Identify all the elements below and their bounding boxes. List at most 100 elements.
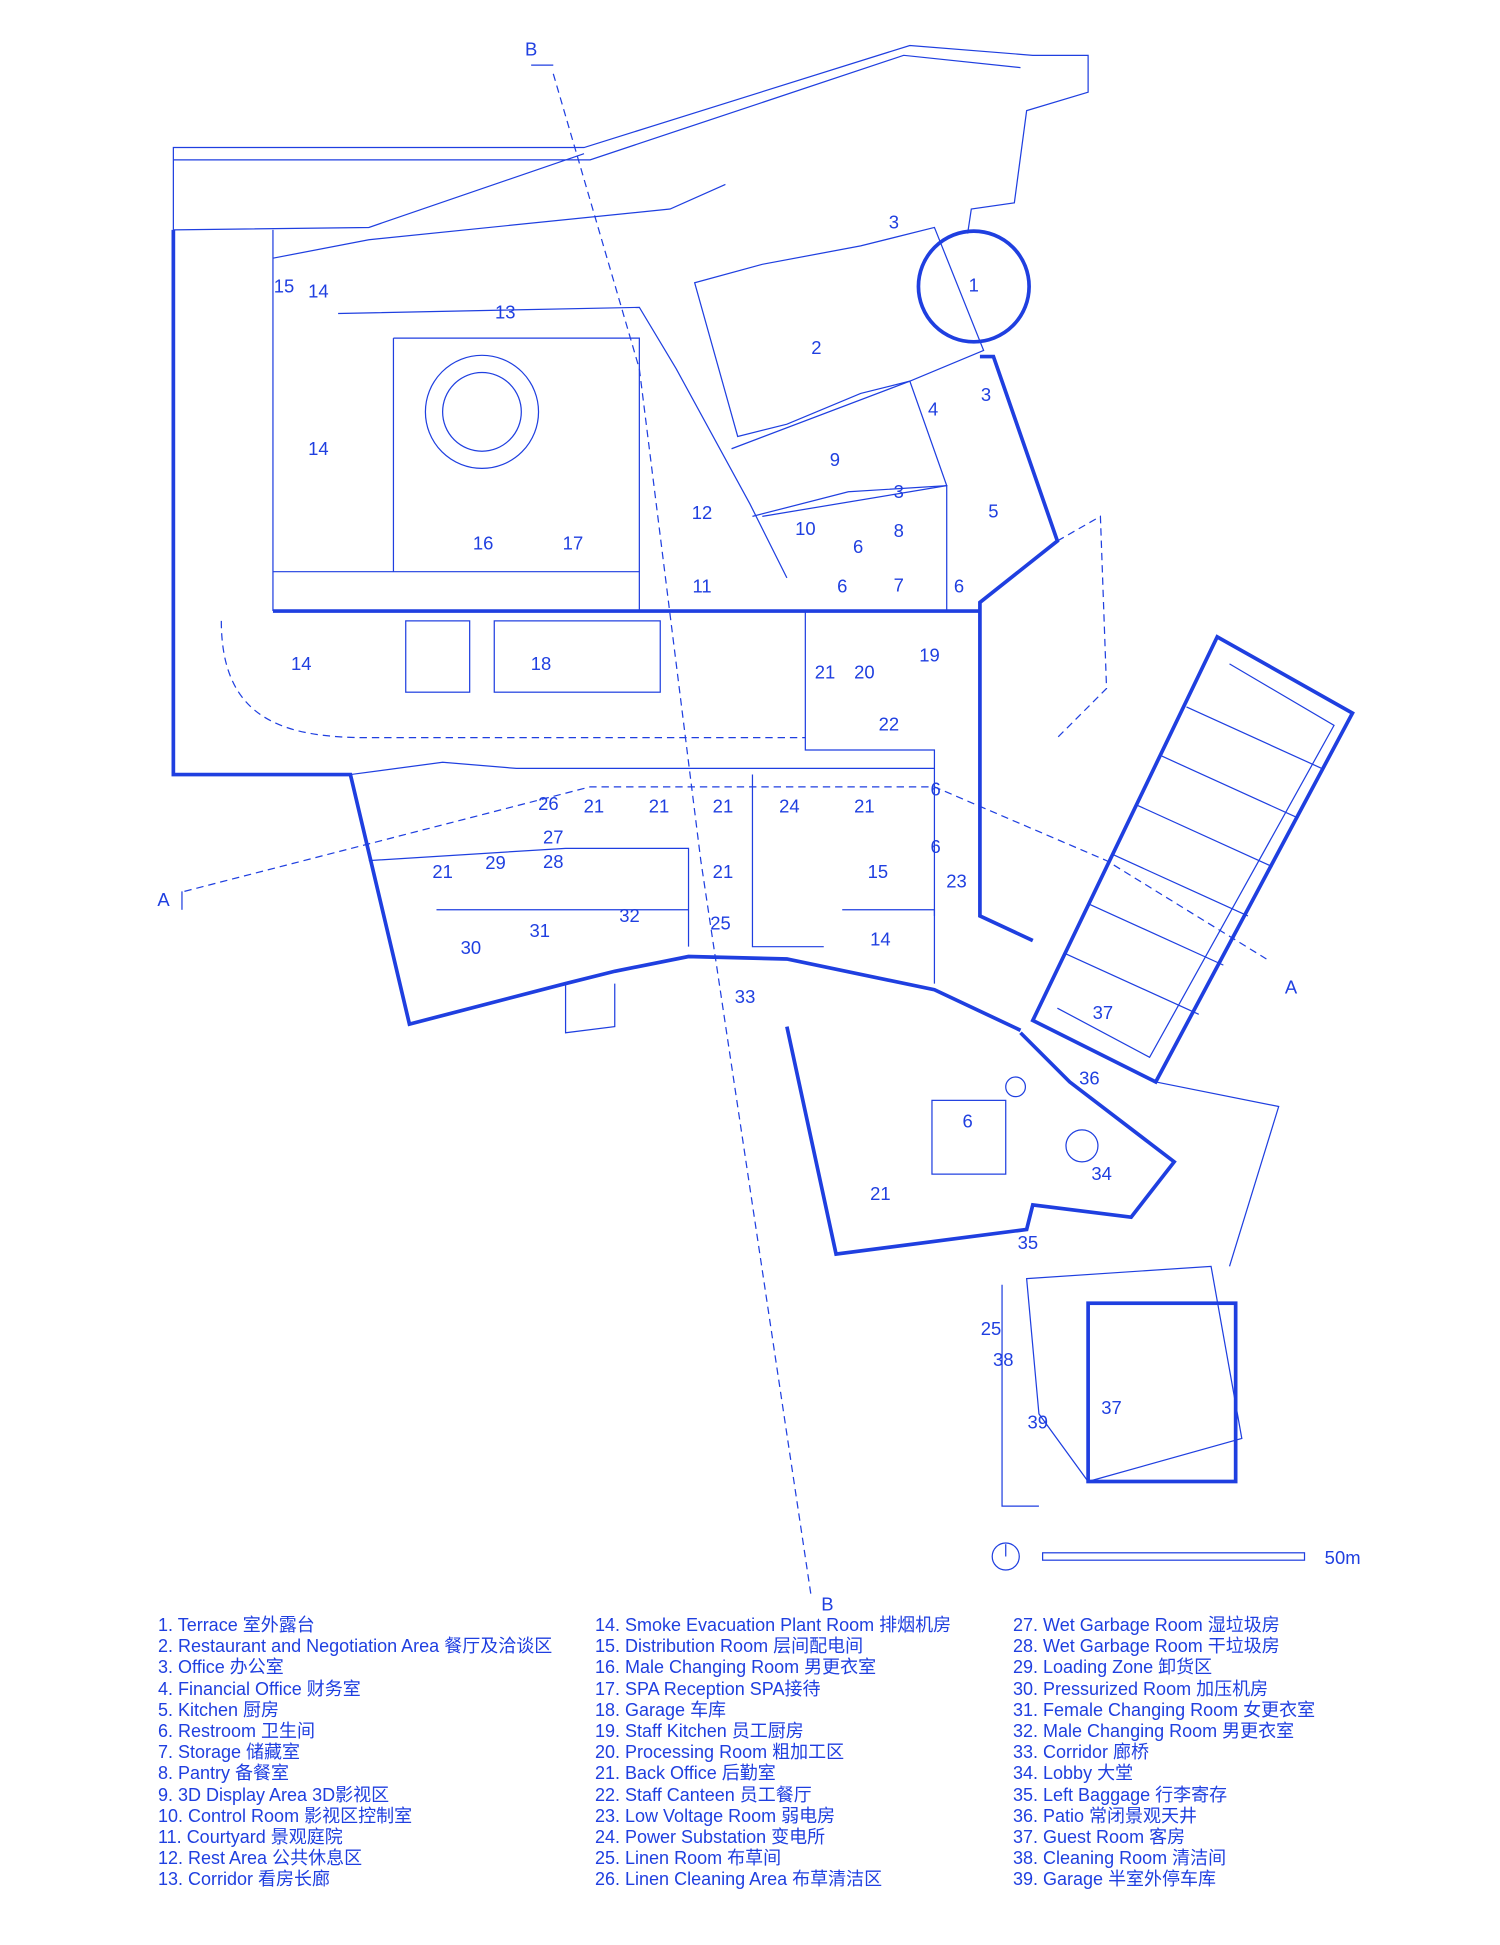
room-number-label: 32	[619, 905, 640, 926]
room-number-label: 36	[1079, 1067, 1100, 1088]
legend-item: 22. Staff Canteen 员工餐厅	[595, 1784, 812, 1805]
room-number-label: 25	[710, 912, 731, 933]
room-number-label: 19	[919, 644, 940, 665]
room-number-label: 21	[854, 796, 875, 817]
room-number-label: 9	[830, 449, 840, 470]
room-number-label: 34	[1091, 1163, 1112, 1184]
room-number-label: 21	[713, 861, 734, 882]
room-number-label: 21	[432, 861, 453, 882]
room-number-label: 20	[854, 662, 875, 683]
legend-item: 32. Male Changing Room 男更衣室	[1013, 1721, 1295, 1742]
room-number-label: 24	[779, 796, 800, 817]
room-number-label: 22	[879, 713, 900, 734]
room-number-label: 7	[894, 574, 904, 595]
legend-item: 2. Restaurant and Negotiation Area 餐厅及洽谈…	[158, 1636, 553, 1657]
room-number-label: 21	[584, 796, 605, 817]
legend-item: 12. Rest Area 公共休息区	[158, 1848, 363, 1869]
room-number-label: 6	[931, 778, 941, 799]
room-number-label: 10	[795, 518, 816, 539]
room-number-label: 4	[928, 399, 938, 420]
legend-item: 19. Staff Kitchen 员工厨房	[595, 1721, 804, 1742]
plan-outlines	[171, 44, 1355, 1599]
room-number-label: 31	[529, 920, 550, 941]
room-number-label: 33	[735, 986, 756, 1007]
legend-item: 23. Low Voltage Room 弱电房	[595, 1805, 836, 1826]
room-number-label: 2	[811, 337, 821, 358]
legend-item: 3. Office 办公室	[158, 1657, 284, 1678]
legend-column-1: 1. Terrace 室外露台 2. Restaurant and Negoti…	[158, 1615, 552, 1891]
legend-item: 13. Corridor 看房长廊	[158, 1869, 331, 1890]
room-number-label: 6	[837, 576, 847, 597]
legend-item: 16. Male Changing Room 男更衣室	[595, 1657, 877, 1678]
room-number-label: 27	[543, 826, 564, 847]
section-mark-label: B	[525, 38, 537, 59]
room-number-label: 14	[308, 280, 329, 301]
legend-item: 14. Smoke Evacuation Plant Room 排烟机房	[595, 1615, 952, 1635]
legend-item: 31. Female Changing Room 女更衣室	[1013, 1699, 1316, 1720]
room-number-label: 26	[538, 793, 559, 814]
legend-item: 28. Wet Garbage Room 干垃圾房	[1013, 1636, 1280, 1657]
legend-item: 26. Linen Cleaning Area 布草清洁区	[595, 1869, 883, 1890]
legend-item: 9. 3D Display Area 3D影视区	[158, 1784, 390, 1805]
legend-item: 4. Financial Office 财务室	[158, 1678, 361, 1699]
section-mark-label: A	[1285, 976, 1298, 997]
legend-column-2: 14. Smoke Evacuation Plant Room 排烟机房 15.…	[595, 1615, 951, 1891]
legend-item: 8. Pantry 备餐室	[158, 1763, 290, 1784]
legend-item: 5. Kitchen 厨房	[158, 1699, 280, 1720]
room-number-label: 18	[531, 653, 552, 674]
legend-item: 36. Patio 常闭景观天井	[1013, 1805, 1198, 1826]
room-number-label: 11	[692, 576, 711, 597]
room-number-label: 14	[870, 928, 891, 949]
room-number-label: 37	[1093, 1002, 1114, 1023]
room-number-label: 6	[954, 576, 964, 597]
legend-item: 34. Lobby 大堂	[1013, 1763, 1134, 1784]
section-mark-label: B	[821, 1594, 833, 1615]
room-number-label: 35	[1018, 1232, 1039, 1253]
legend-item: 35. Left Baggage 行李寄存	[1013, 1784, 1228, 1805]
room-number-label: 1	[969, 274, 979, 295]
room-number-label: 3	[981, 384, 991, 405]
legend-item: 39. Garage 半室外停车库	[1013, 1869, 1217, 1890]
room-number-label: 21	[713, 796, 734, 817]
legend-item: 18. Garage 车库	[595, 1699, 727, 1720]
room-number-label: 12	[692, 502, 713, 523]
legend-item: 29. Loading Zone 卸货区	[1013, 1657, 1213, 1678]
room-number-label: 21	[649, 796, 670, 817]
room-number-label: 14	[308, 438, 329, 459]
room-number-label: 39	[1027, 1412, 1048, 1433]
legend-item: 25. Linen Room 布草间	[595, 1848, 782, 1869]
legend-item: 6. Restroom 卫生间	[158, 1721, 316, 1742]
room-number-label: 37	[1101, 1397, 1122, 1418]
room-number-label: 28	[543, 851, 564, 872]
legend-item: 27. Wet Garbage Room 湿垃圾房	[1013, 1615, 1280, 1635]
room-number-label: 21	[815, 662, 836, 683]
room-number-label: 15	[274, 276, 295, 297]
legend-item: 7. Storage 储藏室	[158, 1742, 301, 1763]
room-number-label: 16	[473, 533, 494, 554]
legend-item: 20. Processing Room 粗加工区	[595, 1742, 845, 1763]
legend-item: 24. Power Substation 变电所	[595, 1827, 826, 1848]
room-number-label: 14	[291, 653, 312, 674]
room-number-label: 8	[894, 520, 904, 541]
room-number-label: 3	[894, 481, 904, 502]
room-number-label: 30	[461, 937, 482, 958]
legend-item: 11. Courtyard 景观庭院	[158, 1827, 343, 1848]
room-number-label: 6	[962, 1110, 972, 1131]
room-number-label: 5	[988, 501, 998, 522]
legend-item: 21. Back Office 后勤室	[595, 1763, 776, 1784]
legend-item: 38. Cleaning Room 清洁间	[1013, 1848, 1227, 1869]
room-number-label: 21	[870, 1183, 891, 1204]
legend-item: 33. Corridor 廊桥	[1013, 1742, 1150, 1763]
legend-item: 15. Distribution Room 层间配电间	[595, 1636, 864, 1657]
room-number-label: 25	[981, 1318, 1002, 1339]
legend-item: 1. Terrace 室外露台	[158, 1615, 315, 1635]
legend-item: 37. Guest Room 客房	[1013, 1827, 1186, 1848]
room-number-label: 6	[853, 536, 863, 557]
legend-item: 10. Control Room 影视区控制室	[158, 1805, 413, 1826]
scale-label: 50m	[1325, 1547, 1361, 1568]
legend-column-3: 27. Wet Garbage Room 湿垃圾房 28. Wet Garbag…	[1013, 1615, 1315, 1891]
room-number-label: 17	[563, 533, 584, 554]
room-number-label: 13	[495, 301, 516, 322]
